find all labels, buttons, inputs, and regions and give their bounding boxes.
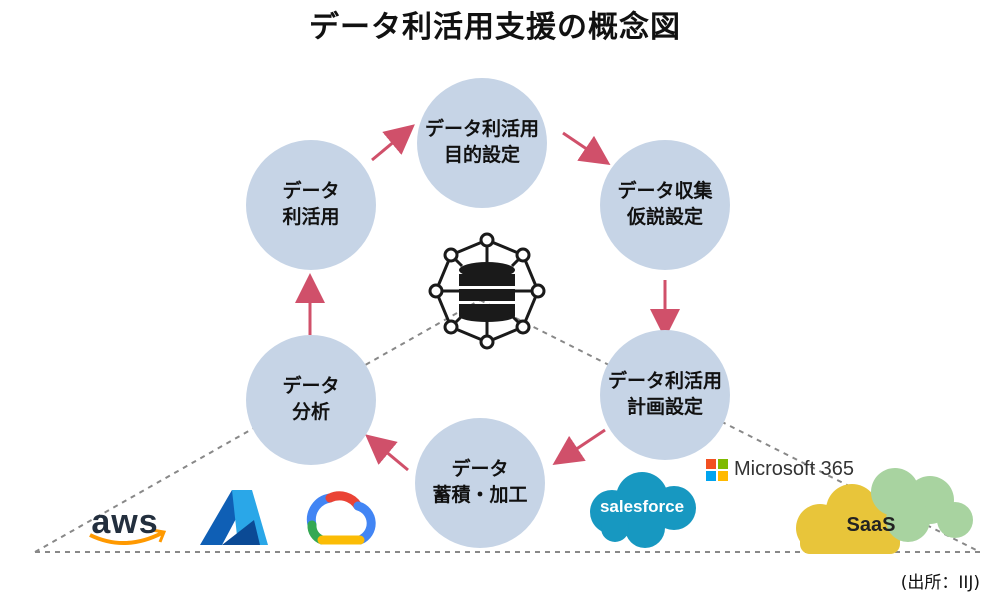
page-title: データ利活用支援の概念図 (309, 10, 681, 45)
node-label-line2: 利活用 (282, 206, 340, 228)
aws-smile-icon (89, 531, 163, 545)
node-label-line1: データ利活用 (424, 118, 539, 141)
google-cloud-logo-icon (306, 491, 376, 545)
salesforce-cloud-icon (590, 472, 696, 548)
node-purpose-setting: データ利活用 目的設定 (417, 78, 547, 208)
node-analysis: データ 分析 (246, 335, 376, 465)
node-storage-processing: データ 蓄積・加工 (415, 418, 545, 548)
node-label-line1: データ利活用 (607, 370, 722, 393)
node-collection-hypothesis: データ収集 仮説設定 (600, 140, 730, 270)
database-network-icon (428, 232, 546, 350)
source-credit: (出所：IIJ) (900, 573, 980, 593)
microsoft365-label: Microsoft 365 (734, 458, 855, 480)
arrow-1 (562, 131, 611, 166)
node-label-line1: データ収集 (617, 180, 713, 203)
right-guide-dashed (479, 299, 981, 553)
node-label-line1: データ (282, 375, 340, 398)
node-plan-setting: データ利活用 計画設定 (600, 330, 730, 460)
node-label-line2: 計画設定 (626, 396, 703, 418)
node-label-line2: 仮説設定 (626, 206, 703, 228)
node-label-line2: 目的設定 (443, 144, 520, 166)
arrow-4 (365, 434, 409, 472)
salesforce-label: salesforce (599, 497, 685, 516)
aws-logo: aws (91, 503, 159, 541)
arrow-6 (371, 124, 415, 162)
cycle-arrows (295, 124, 680, 472)
node-label-line1: データ (451, 458, 509, 481)
node-label-line2: 分析 (291, 401, 330, 423)
microsoft-windows-icon (706, 458, 728, 481)
dashed-guides (34, 299, 981, 553)
microsoft365-logo: Microsoft 365 (706, 458, 854, 481)
node-utilization: データ 利活用 (246, 140, 376, 270)
saas-label: SaaS (846, 514, 896, 536)
node-label-line1: データ (282, 180, 340, 203)
aws-arrow-icon (151, 528, 167, 543)
azure-logo-icon (200, 490, 268, 545)
node-label-line2: 蓄積・加工 (432, 484, 528, 506)
saas-cloud-icon (796, 468, 973, 554)
arrow-3 (552, 428, 606, 465)
